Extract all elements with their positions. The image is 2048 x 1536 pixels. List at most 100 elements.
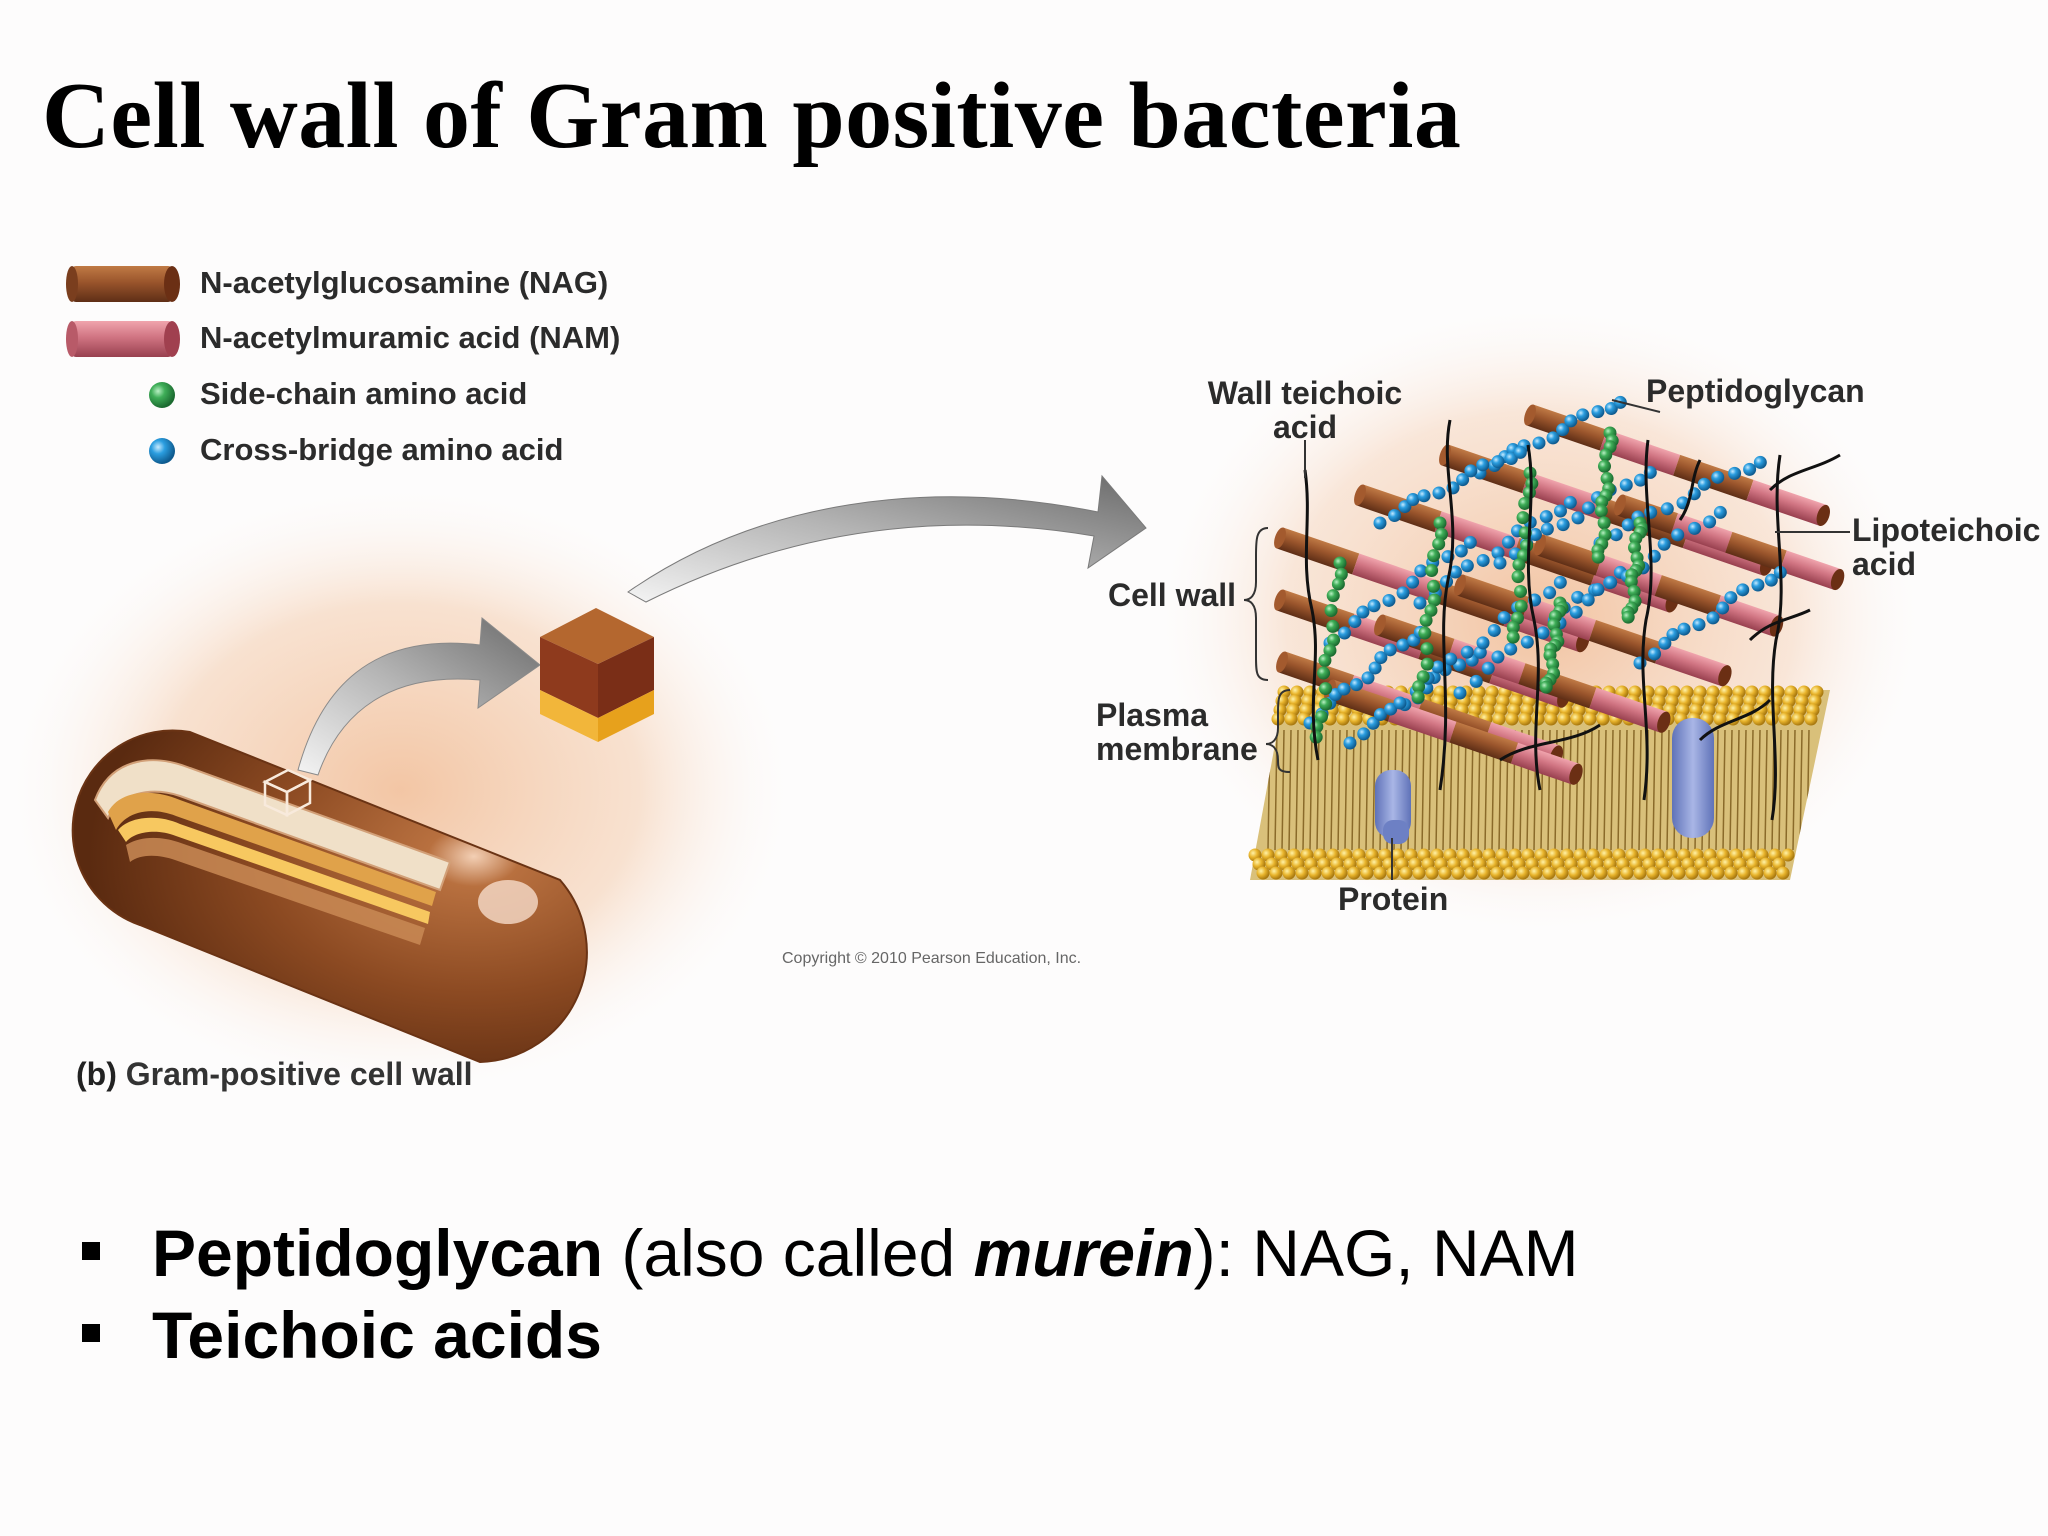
lipid-tail — [1610, 729, 1614, 851]
cross-bridge-bead — [1743, 462, 1757, 476]
cross-bridge-bead — [1476, 636, 1490, 650]
phospholipid-head — [1724, 866, 1738, 880]
lipid-tail — [1582, 729, 1586, 851]
side-chain-bead — [1591, 550, 1605, 564]
lipid-tail — [1463, 729, 1467, 851]
phospholipid-head — [1781, 848, 1795, 862]
side-chain-bead — [1314, 710, 1328, 724]
cross-bridge-bead — [1431, 660, 1445, 674]
teichoic-acid-chain — [1698, 698, 1772, 742]
cross-bridge-bead — [1564, 414, 1578, 428]
side-chain-bead — [1518, 496, 1532, 510]
side-chain-bead — [1539, 680, 1553, 694]
side-chain-bead — [1420, 642, 1434, 656]
cross-bridge-bead — [1703, 515, 1717, 529]
lipid-tail — [1456, 729, 1460, 851]
cross-bridge-bead — [1724, 591, 1738, 605]
lipid-tail — [1624, 729, 1628, 851]
phospholipid-head — [1529, 866, 1543, 880]
lipid-tail — [1449, 729, 1453, 851]
side-chain-bead — [1512, 558, 1526, 572]
cross-bridge-bead — [1591, 405, 1605, 419]
label-wall-teichoic-line1: Wall teichoic — [1207, 375, 1403, 411]
nam-segment — [1352, 553, 1435, 601]
cross-bridge-bead — [1337, 682, 1351, 696]
phospholipid-head — [1412, 866, 1426, 880]
cross-bridge-bead — [1491, 650, 1505, 664]
phospholipid-head — [1295, 866, 1309, 880]
legend-label-nag: N-acetylglucosamine (NAG) — [200, 265, 609, 300]
cross-bridge-bead — [1609, 528, 1623, 542]
phospholipid-head — [1633, 866, 1647, 880]
legend-label-nam: N-acetylmuramic acid (NAM) — [200, 320, 621, 355]
magnified-cube — [540, 608, 654, 742]
cross-bridge-bead — [1671, 528, 1685, 542]
cross-bridge-bead — [1571, 511, 1585, 525]
label-lipoteichoic-acid: Lipoteichoic acid — [1852, 513, 2040, 581]
lipid-tail — [1659, 729, 1663, 851]
bullet-middle: (also called — [603, 1216, 974, 1290]
side-chain-bead — [1514, 584, 1528, 598]
side-chain-bead — [1412, 680, 1426, 694]
cross-bridge-bead — [1581, 501, 1595, 515]
side-chain-bead — [1319, 682, 1333, 696]
cross-bridge-bead — [1368, 661, 1382, 675]
lipid-tail — [1596, 729, 1600, 851]
teichoic-acid-chain — [1768, 453, 1841, 492]
phospholipid-head — [1399, 866, 1413, 880]
side-chain-bead — [1425, 564, 1439, 578]
bacterium-rod — [71, 729, 588, 1064]
rod-end — [1816, 504, 1830, 527]
teichoic-acid-chain — [1526, 444, 1542, 791]
lipid-tail — [1764, 729, 1768, 851]
lipid-tail — [1750, 729, 1754, 851]
legend-label-side-chain: Side-chain amino acid — [200, 376, 528, 411]
phospholipid-head — [1438, 866, 1452, 880]
bullet-rest: ): NAG, NAM — [1193, 1216, 1579, 1290]
nag-segment — [1427, 579, 1511, 627]
lipid-tail — [1799, 729, 1803, 851]
rod-start — [1274, 589, 1286, 611]
lipid-tail — [1743, 729, 1747, 851]
cross-bridge-bead — [1581, 593, 1595, 607]
cross-bridge-bead — [1481, 661, 1495, 675]
side-chain-bead — [1427, 593, 1441, 607]
teichoic-acid-chain — [1499, 723, 1601, 762]
phospholipid-head — [1373, 866, 1387, 880]
teichoic-acid-chain — [1303, 469, 1320, 761]
slide-title: Cell wall of Gram positive bacteria — [42, 64, 1462, 168]
nag-segment — [1449, 721, 1519, 764]
cross-bridge-bead — [1448, 565, 1462, 579]
bullet-item-teichoic-acids: Teichoic acids — [78, 1294, 1579, 1376]
cross-bridge-bead — [1491, 455, 1505, 469]
lipid-tail — [1435, 729, 1439, 851]
cross-bridge-bead — [1417, 489, 1431, 503]
cross-bridge-bead — [1713, 505, 1727, 519]
side-chain-bead — [1333, 556, 1347, 570]
phospholipid-head — [1750, 866, 1764, 880]
lipid-tail — [1792, 729, 1796, 851]
phospholipid-head — [1503, 866, 1517, 880]
lipid-tail — [1722, 729, 1726, 851]
cross-bridge-bead — [1367, 599, 1381, 613]
phospholipid-head — [1542, 866, 1556, 880]
cross-bridge-bead — [1491, 546, 1505, 560]
side-chain-bead — [1411, 690, 1425, 704]
lipid-tail — [1351, 729, 1355, 851]
label-lipoteichoic-line1: Lipoteichoic — [1852, 512, 2041, 548]
rod-start — [1614, 494, 1626, 516]
cross-bridge-bead — [1553, 504, 1567, 518]
phospholipid-head — [1544, 712, 1558, 726]
cross-bridge-bead — [1393, 696, 1407, 710]
cross-bridge-bead — [1543, 586, 1557, 600]
green-sphere-icon — [149, 382, 175, 408]
phospholipid-head — [1713, 712, 1727, 726]
lipid-tail — [1288, 729, 1292, 851]
phospholipid-head — [1594, 866, 1608, 880]
cross-bridge-bead — [1382, 593, 1396, 607]
side-chain-bead — [1621, 610, 1635, 624]
phospholipid-head — [1581, 866, 1595, 880]
cross-bridge-bead — [1716, 601, 1730, 615]
lipid-tail — [1589, 729, 1593, 851]
cross-bridge-bead — [1454, 544, 1468, 558]
